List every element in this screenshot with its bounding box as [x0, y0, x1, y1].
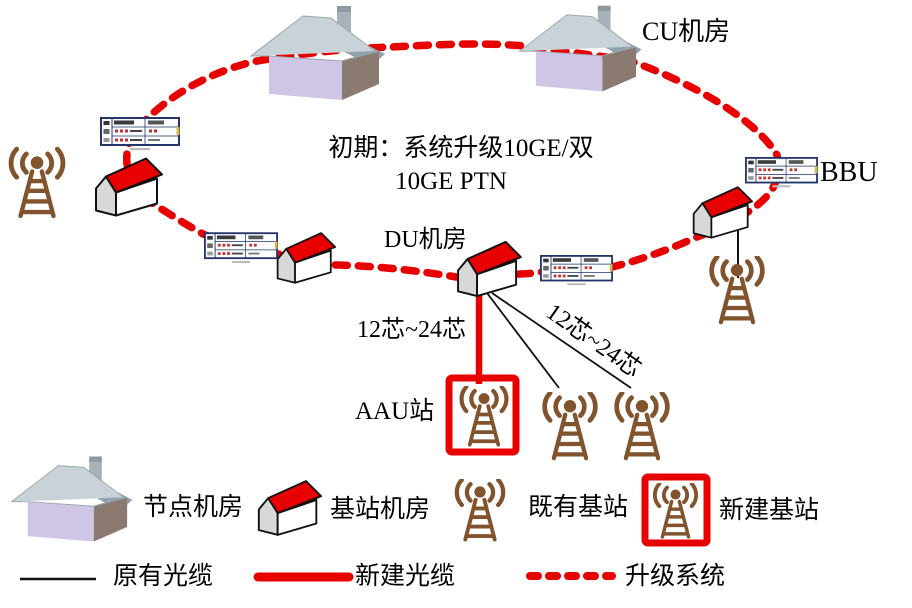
node-room-house-icon [250, 5, 386, 101]
cu-room-label: CU机房 [642, 17, 731, 46]
ptn-device-icon-2 [204, 232, 278, 264]
existing-bts-antenna-icon-left [11, 149, 63, 216]
ptn-device-icon-1 [100, 117, 180, 151]
new-bts-antenna-icon-aau [462, 387, 507, 445]
legend-new-bts-red-box [641, 473, 711, 547]
legend-new-bts-antenna-icon [655, 484, 696, 537]
legend-bts-room-house-icon [257, 480, 322, 536]
fiber-line-du-to-antenna-1 [486, 292, 560, 389]
du-room-label: DU机房 [384, 227, 467, 253]
bbu-device-icon [745, 157, 818, 188]
new-bts-red-box-aau [445, 374, 520, 456]
existing-bts-antenna-icon-mid [545, 393, 596, 458]
legend-existing-bts-label: 既有基站 [528, 494, 629, 521]
bts-room-house-icon-3 [692, 186, 753, 239]
fiber-line-du-to-antenna-2 [491, 292, 632, 389]
bbu-label: BBU [820, 157, 878, 188]
annotation-line2: 10GE PTN [395, 168, 507, 195]
legend-existing-bts-antenna-icon [457, 480, 503, 540]
legend-new-fiber-label: 新建光缆 [355, 563, 456, 590]
legend-new-bts-label: 新建基站 [719, 497, 820, 524]
bts-room-house-icon-2 [276, 232, 336, 284]
ptn-device-icon-3 [540, 255, 613, 286]
legend-upgrade-system-label: 升级系统 [625, 563, 726, 590]
legend-bts-room-label: 基站机房 [330, 496, 431, 523]
existing-bts-antenna-icon-right [617, 393, 668, 458]
legend-node-room-label: 节点机房 [143, 494, 244, 521]
cu-room-house-icon [518, 5, 643, 92]
legend-node-room-house-icon [10, 456, 134, 542]
aau-station-label: AAU站 [355, 398, 435, 425]
fiber-capacity-label-horizontal: 12芯~24芯 [357, 317, 466, 343]
du-room-house-icon [457, 240, 522, 298]
annotation-line1: 初期：系统升级10GE/双 [328, 135, 594, 162]
legend-original-fiber-label: 原有光缆 [113, 563, 214, 590]
existing-bts-antenna-icon-bbu [712, 257, 763, 322]
